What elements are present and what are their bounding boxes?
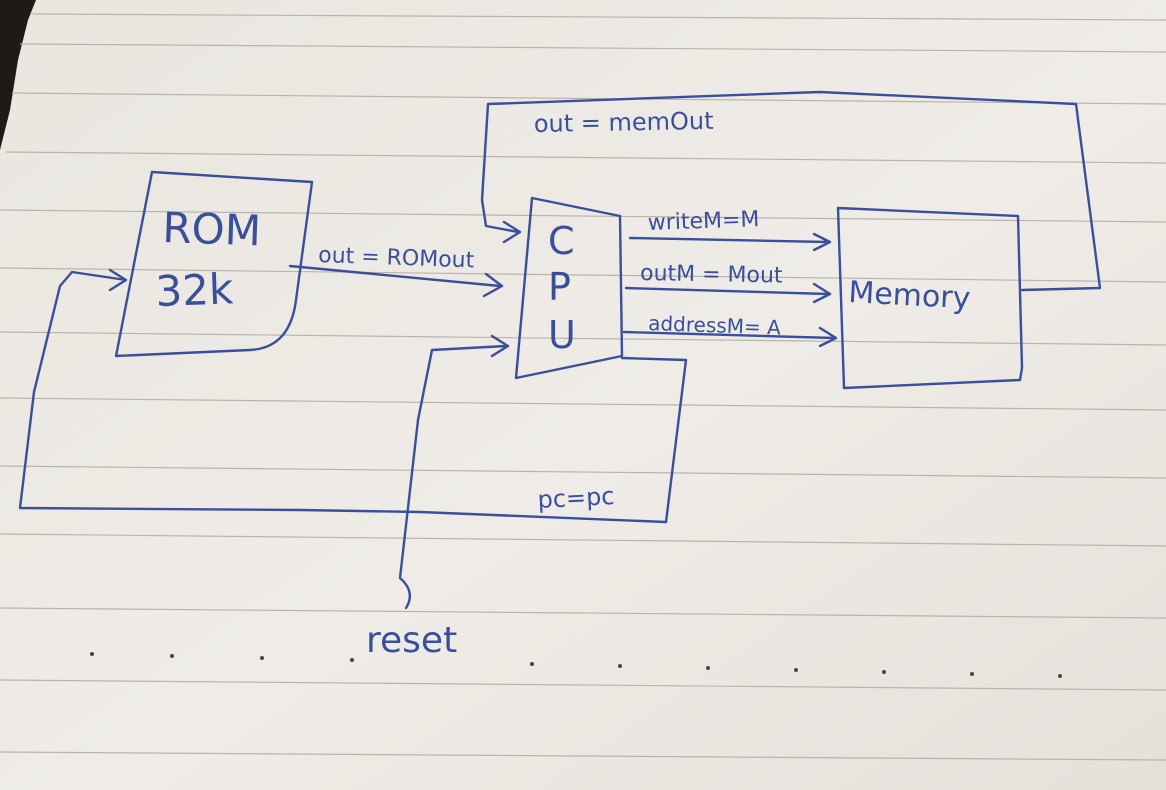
ruled-lines bbox=[0, 13, 1166, 761]
memory-label: Memory bbox=[848, 275, 972, 316]
out-m-label: outM = Mout bbox=[640, 261, 783, 288]
rom-to-cpu-arrow bbox=[288, 264, 504, 298]
cpu-letter-u: U bbox=[548, 313, 576, 357]
address-m-arrow bbox=[622, 326, 838, 348]
reset-label: reset bbox=[366, 620, 457, 661]
mem-out-label: out = memOut bbox=[534, 107, 714, 138]
rom-label: ROM bbox=[162, 203, 262, 255]
cpu-block bbox=[514, 196, 624, 380]
write-m-arrow bbox=[628, 232, 832, 252]
write-m-label: writeM=M bbox=[647, 207, 760, 236]
pc-label: pc=pc bbox=[537, 482, 615, 514]
pc-feedback-loop bbox=[18, 268, 688, 524]
out-m-arrow bbox=[624, 282, 832, 304]
cpu-letter-p: P bbox=[548, 265, 571, 309]
reset-line bbox=[398, 334, 510, 610]
cpu-letter-c: C bbox=[548, 219, 575, 263]
memory-feedback-loop bbox=[480, 90, 1102, 292]
rom-block bbox=[114, 170, 314, 358]
address-m-label: addressM= A bbox=[648, 311, 782, 340]
rom-out-label: out = ROMout bbox=[318, 243, 475, 273]
margin-dots bbox=[90, 652, 1062, 678]
rom-size-label: 32k bbox=[155, 264, 235, 316]
memory-block bbox=[836, 206, 1024, 390]
